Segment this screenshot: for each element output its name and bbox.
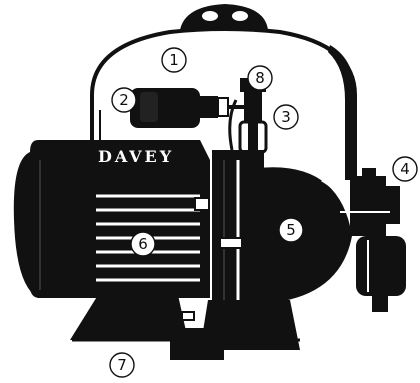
brand-label: DAVEY xyxy=(98,147,174,166)
callout-6: 6 xyxy=(131,232,155,256)
callout-label-6: 6 xyxy=(138,235,148,253)
callout-7: 7 xyxy=(110,353,134,377)
callout-label-8: 8 xyxy=(255,69,265,87)
callout-label-5: 5 xyxy=(286,221,296,239)
callout-label-4: 4 xyxy=(400,160,410,178)
callout-label-1: 1 xyxy=(169,51,179,69)
callout-label-7: 7 xyxy=(117,356,127,374)
callout-3: 3 xyxy=(274,105,298,129)
pump-base xyxy=(70,295,300,360)
callout-4: 4 xyxy=(393,157,417,181)
callout-2: 2 xyxy=(112,88,136,112)
callout-1: 1 xyxy=(162,48,186,72)
callout-label-2: 2 xyxy=(119,91,129,109)
callout-8: 8 xyxy=(248,66,272,90)
callout-5: 5 xyxy=(279,218,303,242)
callout-label-3: 3 xyxy=(281,108,291,126)
